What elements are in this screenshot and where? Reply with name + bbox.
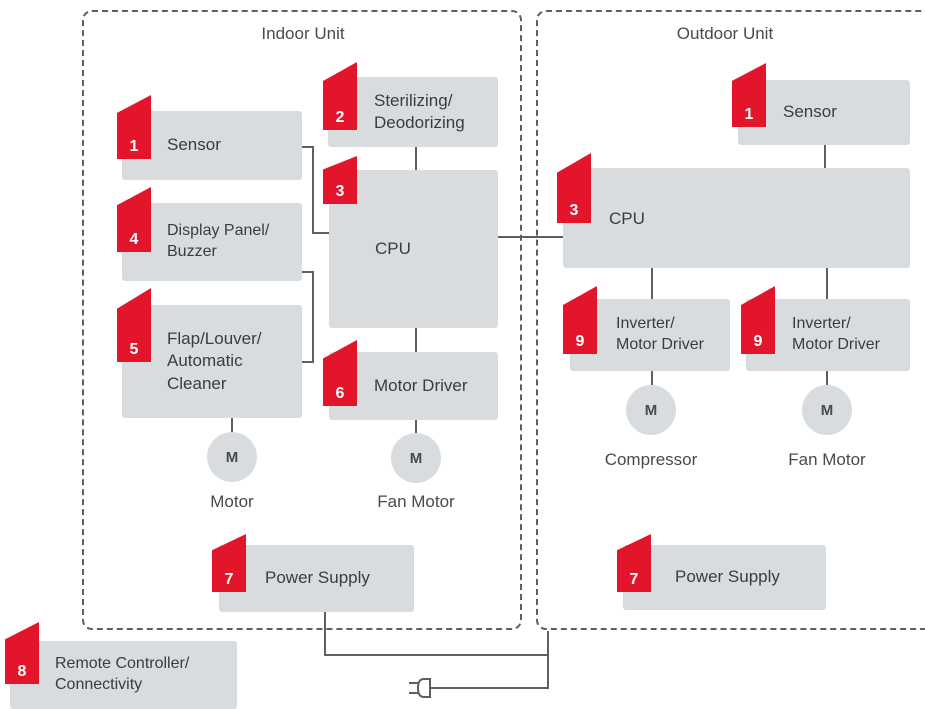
outdoor-fan-motor-icon: M [802, 385, 852, 435]
outdoor-power-supply-label: Power Supply [675, 567, 780, 587]
indoor-cpu-label: CPU [375, 238, 411, 258]
outdoor-sensor-label: Sensor [783, 102, 837, 122]
outdoor-unit-frame [536, 10, 925, 630]
remote-controller-box: Remote Controller/ Connectivity [10, 641, 237, 709]
outdoor-cpu-box: CPU [563, 168, 910, 268]
indoor-motor-driver-box: Motor Driver [329, 352, 498, 420]
outdoor-power-supply-box: Power Supply [623, 545, 826, 610]
indoor-fan-motor-icon: M [391, 433, 441, 483]
outdoor-inverter-left-label: Inverter/ Motor Driver [616, 315, 705, 353]
power-plug-icon [409, 678, 437, 698]
indoor-motor-caption: Motor [210, 492, 254, 511]
indoor-motor-icon: M [207, 432, 257, 482]
indoor-unit-frame [82, 10, 522, 630]
sterilizing-label: Sterilizing/ Deodorizing [374, 90, 465, 132]
indoor-power-supply-label: Power Supply [265, 568, 370, 588]
remote-controller-label: Remote Controller/ Connectivity [55, 655, 190, 693]
indoor-motor-driver-label: Motor Driver [374, 375, 468, 395]
indoor-unit-title: Indoor Unit [261, 24, 345, 43]
flap-louver-box: Flap/Louver/ Automatic Cleaner [122, 305, 302, 418]
flap-louver-label: Flap/Louver/ Automatic Cleaner [167, 329, 262, 393]
indoor-cpu-box: CPU [329, 170, 498, 328]
display-panel-box: Display Panel/ Buzzer [122, 203, 302, 281]
outdoor-inverter-right-label: Inverter/ Motor Driver [792, 315, 881, 353]
outdoor-unit-title: Outdoor Unit [676, 24, 774, 43]
outdoor-sensor-box: Sensor [738, 80, 910, 145]
outdoor-fan-motor-caption: Fan Motor [788, 450, 866, 469]
indoor-fan-motor-caption: Fan Motor [377, 492, 455, 511]
display-panel-label: Display Panel/ Buzzer [167, 222, 270, 260]
indoor-sensor-box: Sensor [122, 111, 302, 180]
compressor-motor-icon: M [626, 385, 676, 435]
indoor-sensor-label: Sensor [167, 135, 221, 155]
indoor-power-supply-box: Power Supply [219, 545, 414, 612]
compressor-caption: Compressor [604, 450, 698, 469]
outdoor-cpu-label: CPU [609, 209, 645, 228]
